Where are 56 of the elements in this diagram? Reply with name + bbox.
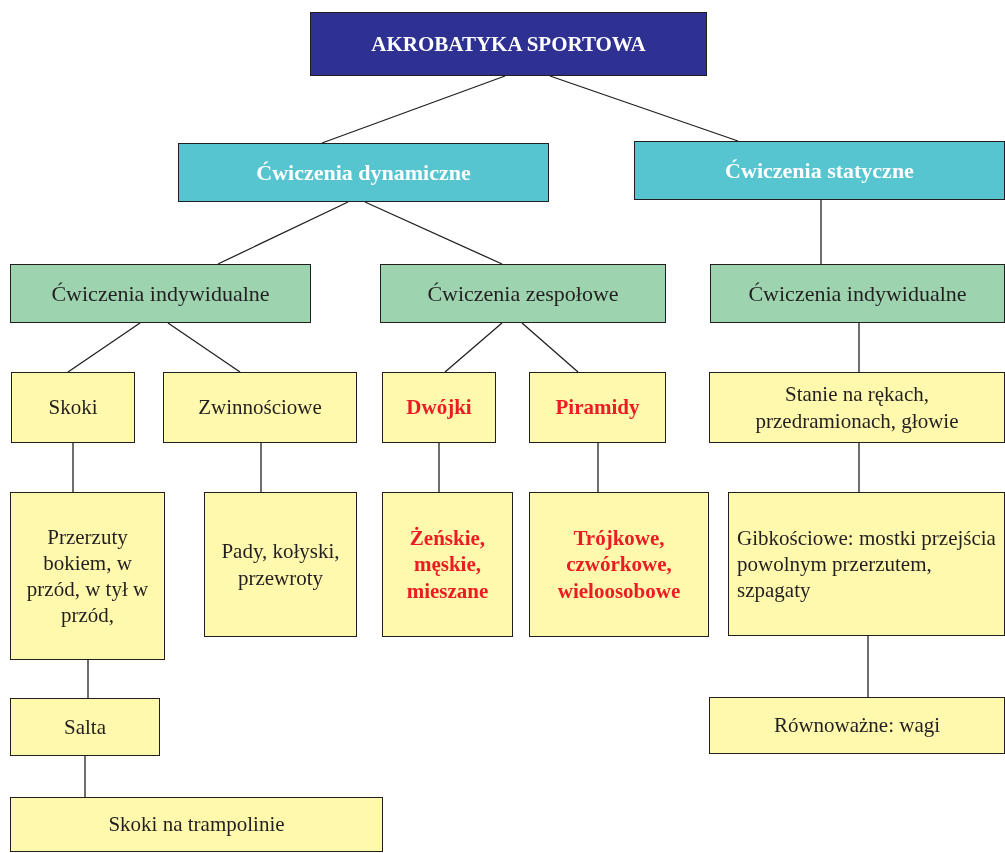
category-box (11, 372, 135, 443)
box-label: Ćwiczenia indywidualne (748, 279, 967, 308)
connector-line (72, 442, 74, 493)
connector-line (521, 322, 579, 373)
box-label: Ćwiczenia dynamiczne (256, 158, 471, 187)
category-box (634, 141, 1005, 200)
connector-line (438, 442, 440, 493)
box-label: Skoki na trampolinie (108, 811, 285, 838)
connector-line (820, 199, 822, 265)
box-label: AKROBATYKA SPORTOWA (371, 30, 646, 58)
category-box (163, 372, 357, 443)
connector-line (364, 201, 503, 265)
category-box (709, 372, 1005, 443)
category-box (710, 264, 1005, 323)
box-label: Gibkościowe: mostki przejścia powolnym przerzutem, szpagaty (737, 524, 996, 604)
box-label: Ćwiczenia statyczne (725, 156, 914, 185)
connector-line (597, 442, 599, 493)
box-label: Pady, kołyski, przewroty (220, 538, 341, 591)
box-label: Przerzuty bokiem, w przód, w tył w przód, (25, 523, 150, 629)
box-label: Zwinnościowe (198, 394, 322, 421)
connector-line (87, 659, 89, 699)
box-label: Trójkowe, czwórkowe, wieloosobowe (556, 525, 682, 604)
category-box (529, 492, 709, 637)
connector-line (321, 75, 506, 144)
category-box (10, 492, 165, 660)
box-label: Żeńskie, męskie, mieszane (405, 525, 490, 604)
box-label: Równoważne: wagi (773, 712, 941, 739)
category-box (728, 492, 1005, 636)
category-box (382, 372, 496, 443)
connector-line (549, 75, 739, 142)
box-label: Dwójki (406, 394, 472, 421)
box-label: Piramidy (555, 394, 640, 421)
category-box (529, 372, 666, 443)
connector-line (167, 322, 241, 373)
connector-line (260, 442, 262, 493)
category-box (382, 492, 513, 637)
connector-line (867, 635, 869, 698)
box-label: Skoki (48, 394, 98, 421)
connector-line (217, 201, 349, 265)
connector-line (84, 755, 86, 798)
category-box (10, 797, 383, 852)
connector-line (858, 442, 860, 493)
box-label: Ćwiczenia indywidualne (51, 279, 270, 308)
category-box (10, 264, 311, 323)
connector-line (67, 322, 141, 373)
category-box (10, 698, 160, 756)
connector-line (858, 322, 860, 373)
category-box (380, 264, 666, 323)
box-label: Salta (64, 713, 106, 741)
box-label: Ćwiczenia zespołowe (427, 279, 619, 308)
connector-line (444, 322, 503, 373)
category-box (310, 12, 707, 76)
category-box (709, 697, 1005, 754)
category-box (178, 143, 549, 202)
category-box (204, 492, 357, 637)
box-label: Stanie na rękach, przedramionach, głowie (754, 381, 960, 434)
